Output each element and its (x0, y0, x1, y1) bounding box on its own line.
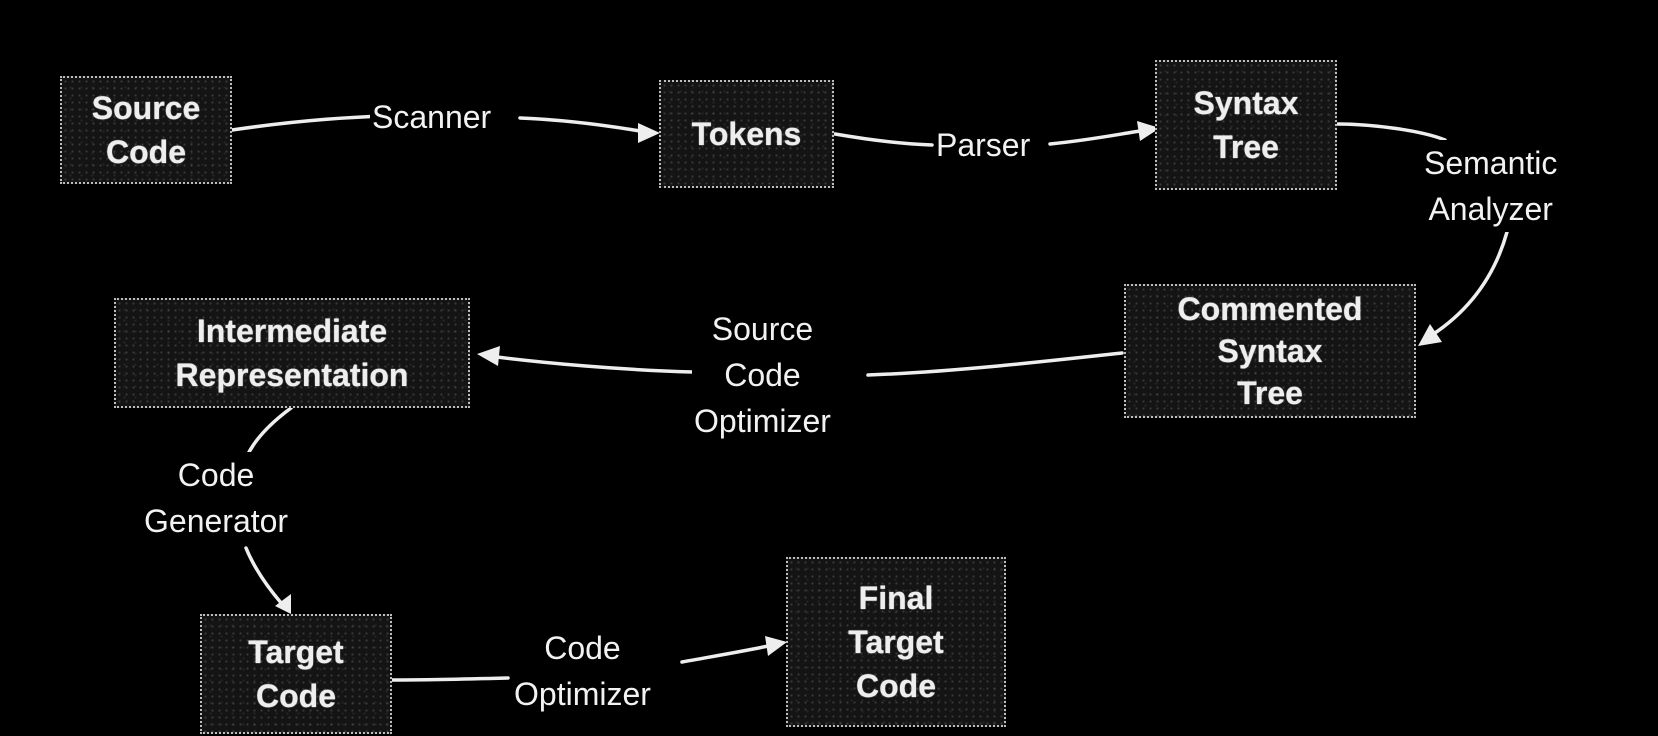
edge-code-optimizer-line (390, 644, 770, 682)
edge-scanner-arrowhead (638, 123, 660, 143)
label-parser: Parser (934, 122, 1033, 168)
node-target-code: Target Code (200, 614, 392, 734)
edge-parser-line (833, 129, 1142, 147)
node-syntax-tree: Syntax Tree (1155, 60, 1337, 190)
node-source-code: Source Code (60, 76, 232, 184)
node-tokens: Tokens (659, 80, 834, 188)
edge-code-generator-arrowhead (275, 594, 291, 614)
node-commented-syntax-tree: Commented Syntax Tree (1124, 284, 1416, 418)
edge-semantic-analyzer-line (1336, 122, 1509, 337)
edge-source-code-optimizer-arrowhead (477, 346, 500, 366)
label-source-code-optimizer: Source Code Optimizer (692, 306, 833, 444)
label-semantic-analyzer: Semantic Analyzer (1422, 140, 1560, 232)
edge-parser-arrowhead (1137, 121, 1160, 141)
edge-code-optimizer-arrowhead (765, 636, 787, 656)
label-code-generator: Code Generator (142, 452, 291, 544)
label-code-optimizer: Code Optimizer (512, 625, 653, 717)
label-scanner: Scanner (370, 94, 494, 140)
node-intermediate-representation: Intermediate Representation (114, 298, 470, 408)
node-final-target-code: Final Target Code (786, 557, 1006, 727)
edge-source-code-optimizer-line (495, 351, 1124, 377)
edge-semantic-analyzer-arrowhead (1418, 324, 1442, 346)
